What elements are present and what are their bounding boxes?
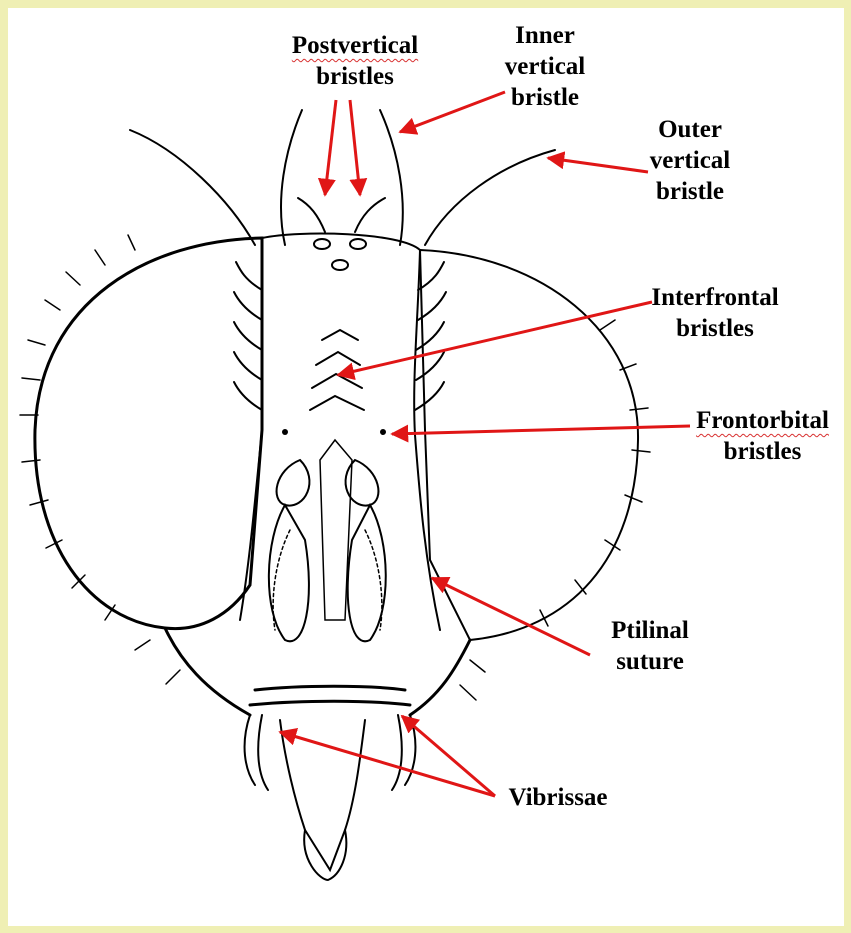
- label-interfrontal-bristles: Interfrontal bristles: [645, 282, 785, 344]
- label-inner-vertical-bristle: Inner vertical bristle: [490, 20, 600, 113]
- label-postvertical-bristles: Postvertical bristles: [280, 30, 430, 92]
- arrow-postvertical-right: [350, 100, 360, 195]
- left-compound-eye: [35, 238, 262, 629]
- frons: [262, 234, 420, 435]
- outer-vertical-bristle: [425, 150, 555, 245]
- label-outer-vertical-bristle: Outer vertical bristle: [635, 114, 745, 207]
- left-antenna: [277, 460, 310, 506]
- left-antennal-segment: [269, 505, 309, 641]
- arrow-outer-vertical: [548, 158, 648, 172]
- inner-vertical-bristle: [380, 110, 403, 245]
- label-vibrissae: Vibrissae: [498, 782, 618, 813]
- outer-vertical-bristle: [130, 130, 255, 245]
- postvertical-bristle: [298, 198, 325, 232]
- label-ptilinal-suture: Ptilinal suture: [595, 615, 705, 677]
- right-antennal-segment: [348, 505, 386, 641]
- arrow-vibrissae-left: [280, 732, 495, 796]
- inner-vertical-bristle: [281, 110, 302, 245]
- label-frontorbital-bristles: Frontorbital bristles: [680, 405, 845, 467]
- fly-head-drawing: [20, 110, 650, 880]
- arrow-ptilinal: [432, 578, 590, 655]
- ocellus: [332, 260, 348, 270]
- arrow-postvertical-left: [325, 100, 336, 195]
- eye-edge-hairs: [20, 235, 650, 700]
- ocellus: [350, 239, 366, 249]
- frontorbital-bristles-left: [234, 262, 262, 410]
- label-arrows: [280, 92, 690, 796]
- arrow-frontorbital: [392, 426, 690, 434]
- ocellus: [314, 239, 330, 249]
- postvertical-bristle: [355, 198, 385, 232]
- right-compound-eye: [420, 250, 638, 640]
- vibrissae: [245, 715, 416, 790]
- proboscis: [280, 720, 365, 870]
- epistoma: [250, 686, 410, 705]
